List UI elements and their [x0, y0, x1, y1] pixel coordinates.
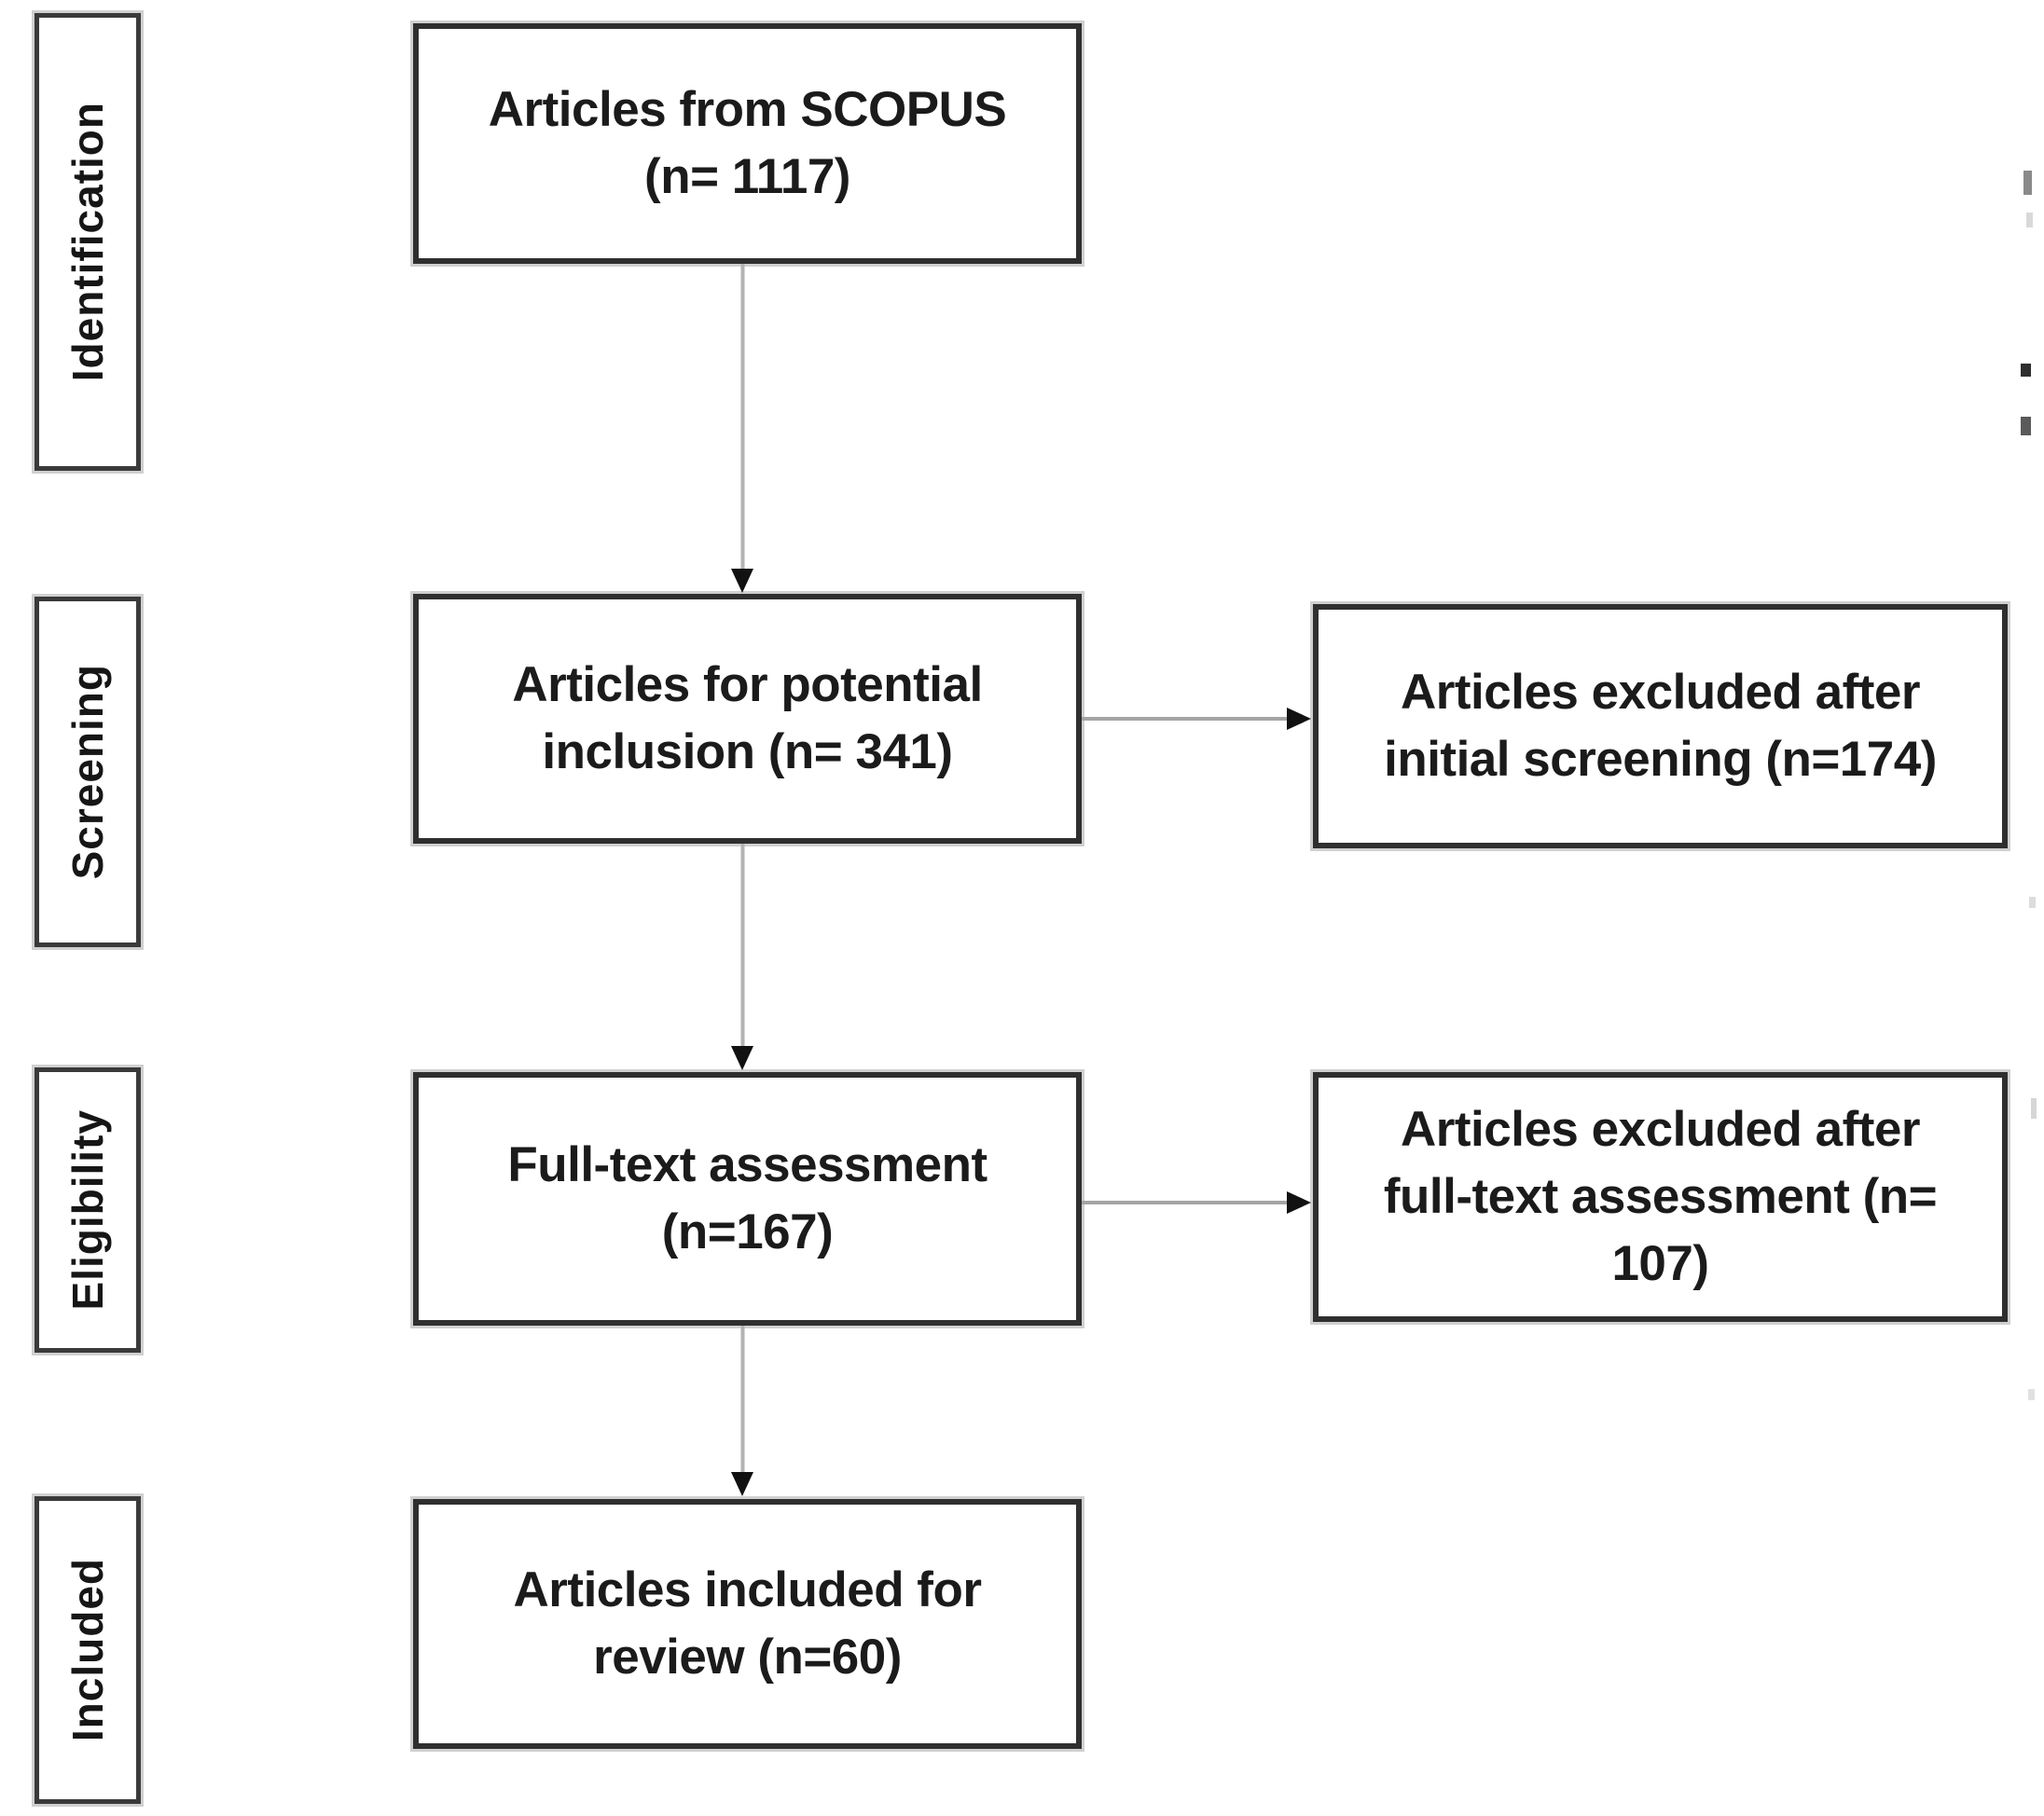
stage-box-eligibility: Eligibility [35, 1067, 141, 1353]
arrow-right-icon [1287, 708, 1311, 730]
box-text-line: full-text assessment (n= [1383, 1168, 1938, 1224]
stage-box-screening: Screening [35, 597, 141, 947]
scan-artifact [2023, 171, 2032, 195]
connector-screening-to-eligibility [741, 844, 744, 1047]
box-text-line: Articles excluded after [1400, 664, 1921, 720]
connector-scopus-to-screening [741, 264, 744, 570]
scan-artifact [2028, 1389, 2035, 1400]
box-text-line: Full-text assessment [507, 1136, 987, 1192]
box-articles-from-scopus: Articles from SCOPUS (n= 1117) [413, 23, 1082, 264]
box-excluded-full-text: Articles excluded after full-text assess… [1313, 1072, 2008, 1322]
box-text-line: (n=167) [661, 1204, 834, 1259]
scan-artifact [2026, 213, 2033, 227]
box-text-line: inclusion (n= 341) [542, 724, 953, 779]
stage-label-eligibility: Eligibility [63, 1109, 112, 1311]
scan-artifact [2021, 417, 2031, 435]
box-articles-included-for-review: Articles included for review (n=60) [413, 1499, 1082, 1749]
box-text-line: Articles excluded after [1400, 1101, 1921, 1157]
scan-artifact [2031, 1098, 2037, 1119]
box-text-line: Articles included for [513, 1561, 982, 1617]
connector-eligibility-to-included [741, 1326, 744, 1473]
box-articles-for-potential-inclusion: Articles for potential inclusion (n= 341… [413, 594, 1082, 844]
box-text-line: Articles for potential [512, 656, 983, 712]
scan-artifact [2021, 364, 2031, 377]
arrow-down-icon [731, 1046, 753, 1070]
stage-label-included: Included [63, 1558, 112, 1742]
box-text-line: Articles from SCOPUS [488, 81, 1007, 137]
arrow-down-icon [731, 569, 753, 593]
box-text-line: (n= 1117) [644, 149, 850, 204]
box-full-text-assessment: Full-text assessment (n=167) [413, 1072, 1082, 1326]
connector-fulltext-to-excluded [1082, 1201, 1289, 1204]
box-excluded-initial-screening: Articles excluded after initial screenin… [1313, 604, 2008, 848]
scan-artifact [2029, 897, 2036, 908]
box-text-line: initial screening (n=174) [1384, 732, 1937, 787]
stage-box-included: Included [35, 1496, 141, 1804]
stage-label-screening: Screening [63, 664, 112, 880]
arrow-right-icon [1287, 1191, 1311, 1214]
stage-label-identification: Identification [63, 102, 112, 382]
connector-screening-to-excluded [1082, 717, 1289, 721]
arrow-down-icon [731, 1472, 753, 1496]
stage-box-identification: Identification [35, 13, 141, 471]
box-text-line: review (n=60) [593, 1630, 902, 1685]
box-text-line: 107) [1611, 1236, 1709, 1292]
